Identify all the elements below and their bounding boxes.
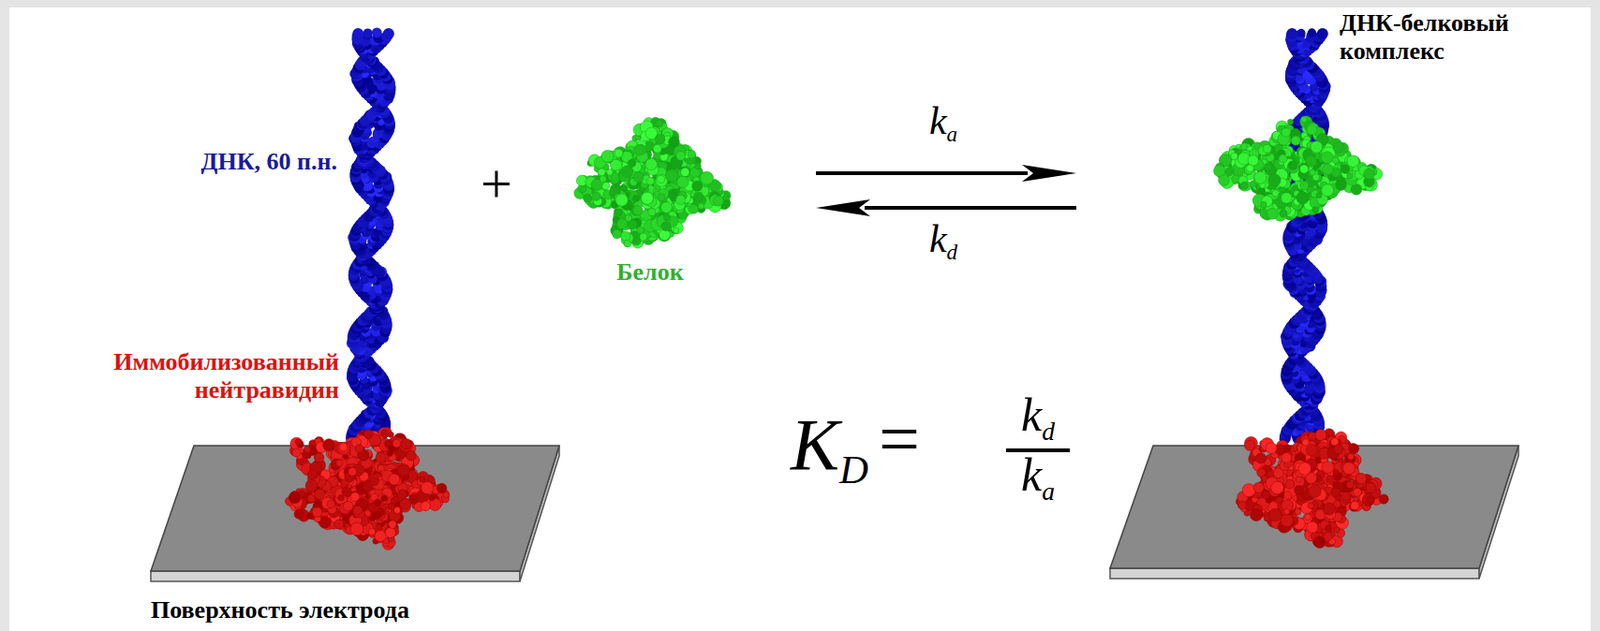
atom [374, 530, 386, 542]
atom [421, 482, 434, 495]
atom [419, 476, 426, 483]
atom [288, 491, 301, 504]
atom [338, 495, 344, 502]
atom [375, 452, 386, 463]
dna-atom [371, 28, 383, 39]
atom [397, 489, 408, 501]
atom [370, 476, 380, 487]
atom [305, 479, 318, 492]
atom [326, 500, 335, 508]
atom [381, 495, 388, 503]
atom [377, 464, 385, 472]
atom [339, 443, 348, 452]
atom [400, 438, 412, 449]
atom [399, 498, 411, 510]
atom [388, 474, 400, 486]
atom [323, 439, 336, 452]
dna-backbone [383, 28, 395, 40]
atom [388, 520, 397, 529]
atom [348, 467, 357, 476]
atom [387, 431, 394, 438]
dna-atom [363, 28, 373, 38]
atom [311, 507, 323, 519]
atom [304, 445, 312, 453]
atom [385, 440, 392, 447]
atom [307, 494, 315, 503]
atom [292, 448, 301, 458]
atom [294, 509, 304, 519]
plate-edge [150, 571, 520, 582]
atom [436, 483, 446, 493]
atom [380, 429, 388, 437]
atom [429, 495, 435, 502]
dna-left [345, 28, 397, 445]
atom [350, 522, 364, 536]
atom [341, 487, 352, 497]
atom [363, 429, 373, 440]
atom [397, 463, 410, 476]
atom [373, 499, 382, 507]
atom [420, 502, 430, 512]
protein-free [574, 117, 731, 249]
dna-backbone [352, 28, 364, 40]
atom [307, 469, 318, 480]
atom [353, 505, 363, 516]
atom [295, 439, 301, 445]
atom [314, 453, 325, 463]
atom [336, 459, 343, 467]
atom [385, 527, 396, 538]
atom [406, 450, 417, 461]
plate-edge [1110, 568, 1480, 579]
atom [334, 519, 344, 530]
atom [314, 488, 326, 501]
atom [393, 506, 400, 514]
atom [342, 501, 354, 512]
atom [355, 444, 364, 454]
atom [368, 528, 375, 535]
atom [392, 439, 401, 448]
